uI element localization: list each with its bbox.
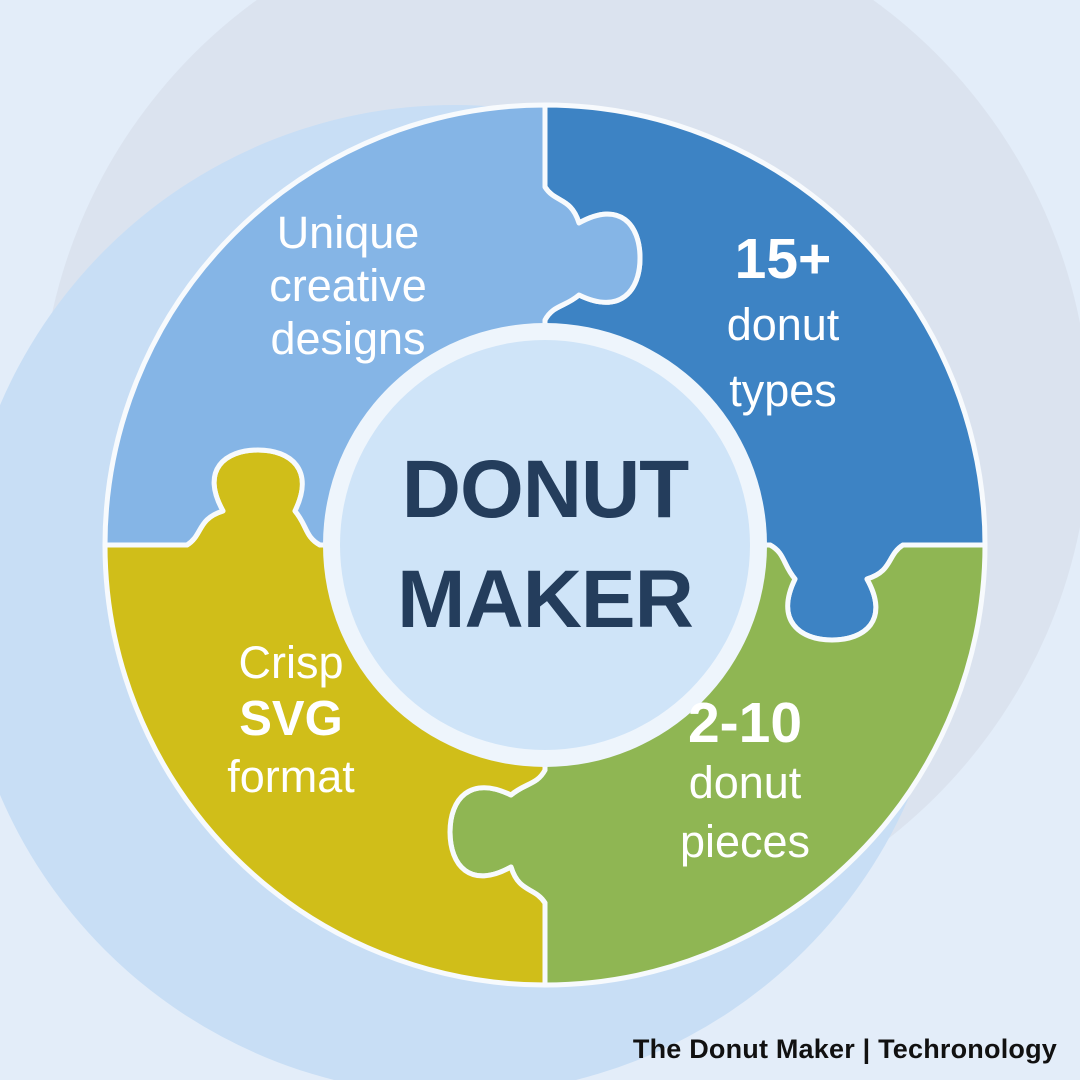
segment-label-donut-pieces: 2-10 donut pieces (575, 694, 915, 871)
label-line: format (227, 751, 355, 802)
label-line: types (729, 365, 837, 416)
footer-caption: The Donut Maker | Techronology (633, 1034, 1057, 1065)
label-line: donut (688, 757, 802, 808)
footer-separator: | (862, 1034, 871, 1064)
center-title-line: MAKER (397, 554, 694, 645)
label-line: pieces (679, 816, 811, 867)
label-line: creative (269, 260, 427, 311)
label-line: donut (726, 299, 840, 350)
footer-company: Techronology (878, 1034, 1057, 1064)
label-line-emphasis: 15+ (734, 227, 832, 291)
segment-label-unique-creative-designs: Unique creative designs (178, 206, 518, 365)
label-line-emphasis: 2-10 (687, 691, 803, 755)
label-line: Crisp (238, 637, 344, 688)
segment-label-svg-format: Crisp SVG format (121, 634, 461, 805)
label-line: Unique (276, 207, 420, 258)
label-line: designs (270, 313, 426, 364)
center-circle (340, 340, 750, 750)
center-title: DONUT MAKER (325, 435, 765, 655)
label-line-emphasis: SVG (239, 692, 343, 746)
footer-brand: The Donut Maker (632, 1034, 855, 1064)
segment-label-donut-types: 15+ donut types (613, 226, 953, 424)
center-title-line: DONUT (401, 444, 690, 535)
